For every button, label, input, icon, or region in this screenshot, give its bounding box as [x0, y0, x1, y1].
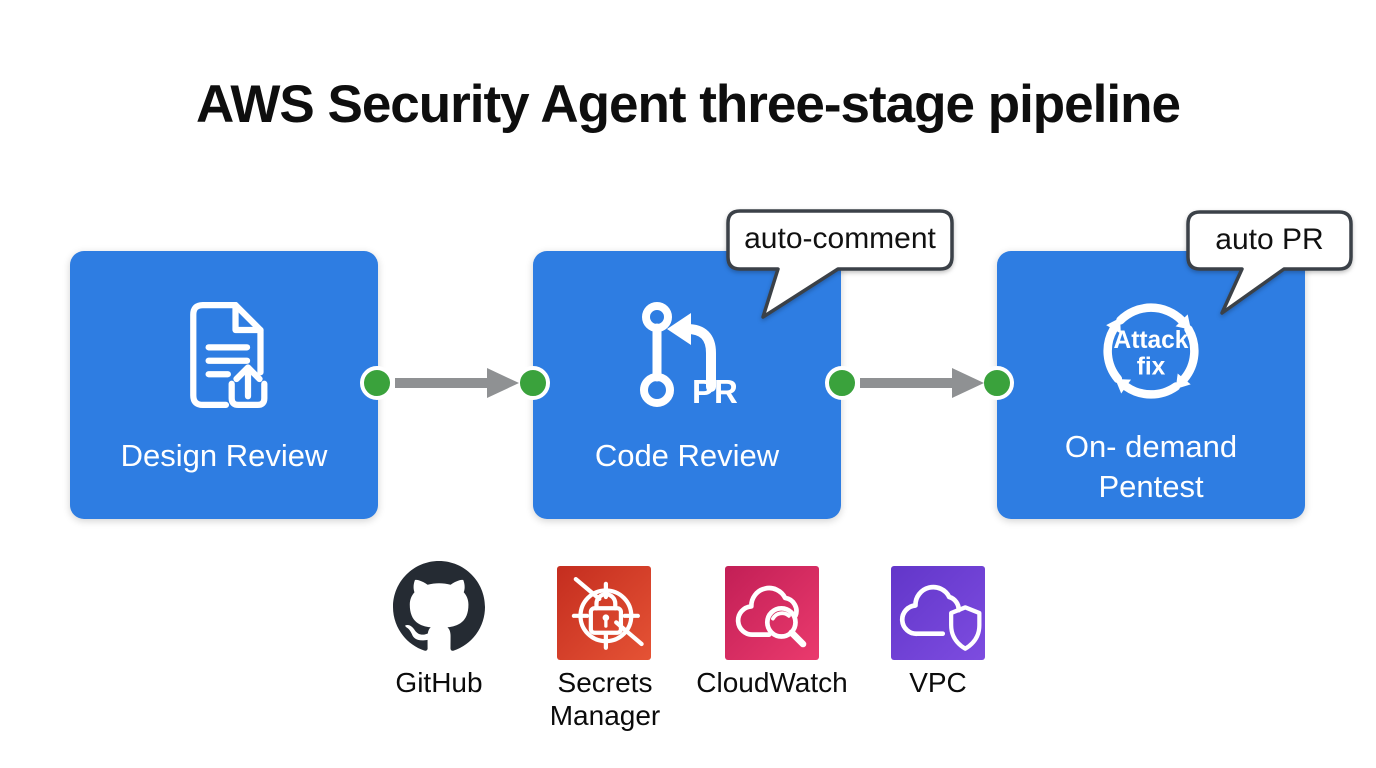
service-label-vpc: VPC — [909, 667, 967, 698]
connector-dot — [516, 366, 550, 400]
cloud-magnifier-glyph — [735, 585, 807, 648]
service-label-line1: Secrets — [557, 667, 653, 698]
cloudwatch-icon — [725, 566, 819, 660]
cycle-text-line1: Attack — [1114, 327, 1189, 354]
stage-label-line2: Pentest — [1098, 469, 1204, 504]
stage-label-line1: On- demand — [1064, 429, 1238, 464]
callout-bubble-auto-comment — [726, 209, 954, 319]
stage-on-demand-pentest: Attack fix On- demand Pentest — [997, 251, 1305, 519]
stage-label: Design Review — [120, 438, 328, 473]
document-upload-icon — [190, 301, 268, 409]
cloud-shield-glyph — [899, 584, 982, 651]
page-title: AWS Security Agent three-stage pipeline — [196, 75, 1181, 134]
attack-fix-cycle-icon: Attack fix — [1103, 303, 1199, 399]
arrow-left-head — [667, 313, 691, 345]
callout-bubble-auto-pr — [1186, 210, 1353, 315]
callout-text: auto-comment — [744, 222, 936, 255]
service-label-github: GitHub — [395, 667, 483, 698]
flow-arrow-icon — [395, 368, 519, 398]
pr-badge: PR — [692, 373, 738, 410]
pull-request-icon: PR — [640, 302, 738, 410]
stage-label: Code Review — [594, 438, 780, 473]
flow-arrow-icon — [860, 368, 984, 398]
stage-design-review: Design Review — [70, 251, 378, 519]
stage-label: On- demand Pentest — [997, 427, 1305, 507]
github-logo-icon — [393, 561, 485, 651]
service-label-line2: Manager — [549, 700, 661, 731]
connector-dot — [825, 366, 859, 400]
callout-text: auto PR — [1215, 222, 1324, 256]
lock-crosshair-glyph — [571, 577, 644, 650]
cycle-text-line2: fix — [1137, 354, 1166, 381]
connector-dot — [360, 366, 394, 400]
service-label-cloudwatch: CloudWatch — [696, 667, 848, 698]
secrets-manager-icon — [557, 566, 651, 660]
service-label-secrets-manager: Secrets Manager — [495, 666, 715, 732]
vpc-icon — [891, 566, 985, 660]
